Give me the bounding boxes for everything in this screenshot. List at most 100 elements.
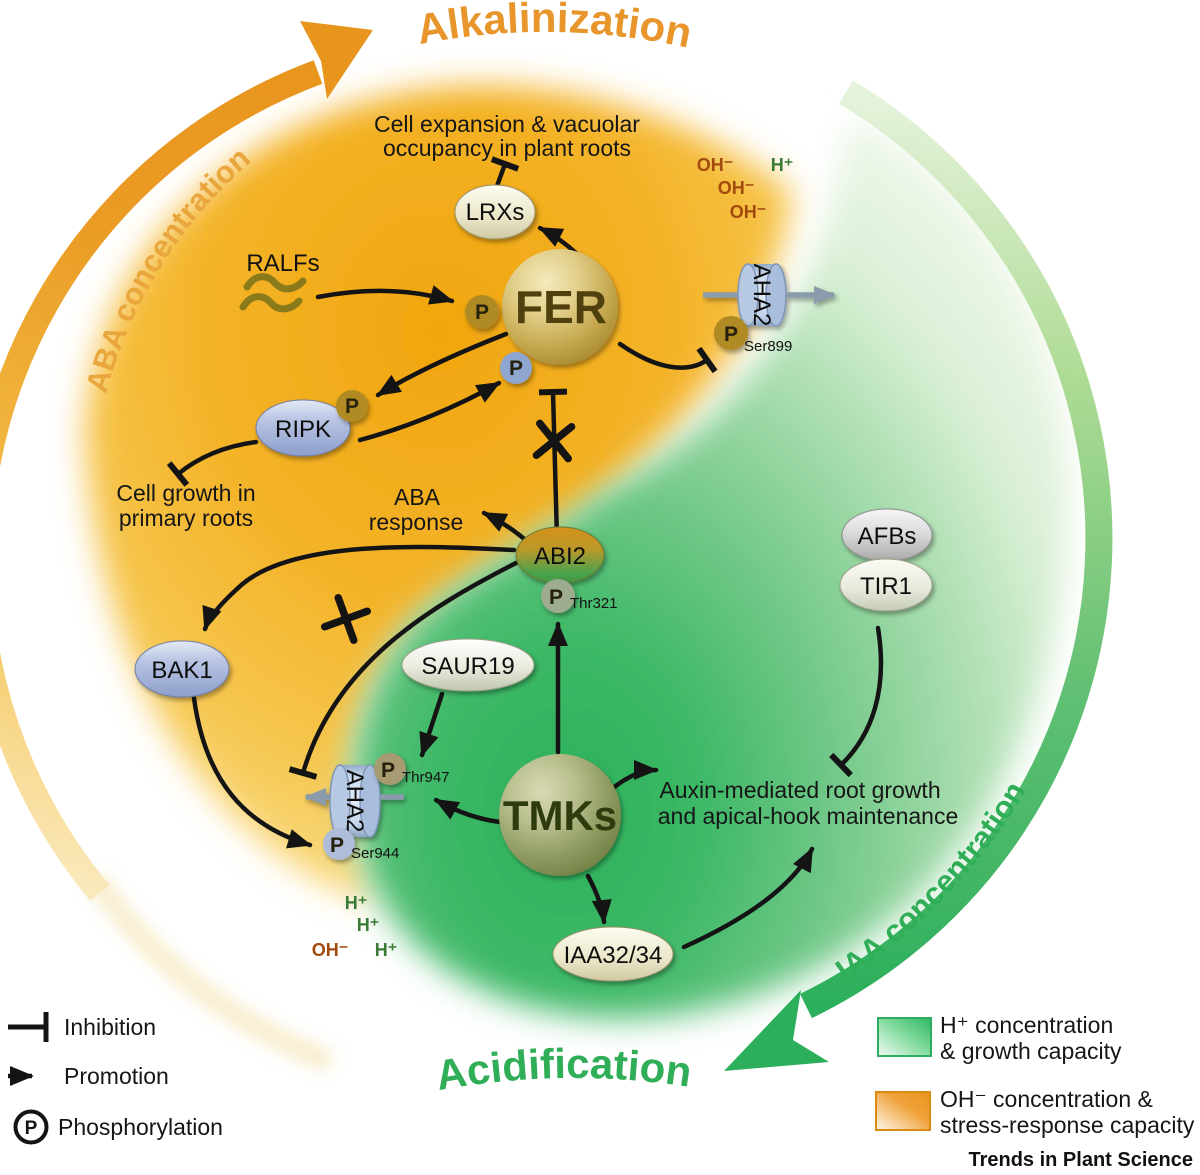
cell-growth-line1: Cell growth in [116, 480, 255, 506]
iaa3234-promotes-auxin-growth [681, 846, 815, 950]
ralfs-peptide: RALFs [239, 250, 320, 313]
ralfs-squiggle-icon [239, 273, 307, 313]
aba-response-line2: response [369, 509, 464, 535]
aba-arc [0, 60, 323, 902]
h-ion-label: H⁺ [375, 940, 398, 960]
h-ion-label: H⁺ [771, 155, 794, 175]
h-ion-label: H⁺ [357, 915, 380, 935]
ralfs-promotes-fer-p [315, 285, 455, 305]
tmks-label: TMKs [503, 792, 617, 839]
node-fer: FER [502, 249, 618, 365]
phospho-aha2-ser944: P Ser944 [323, 828, 399, 862]
journal-footer: Trends in Plant Science [968, 1149, 1193, 1171]
phospho-ripk: P [336, 390, 368, 422]
tmks-promotes-auxin-growth [609, 760, 659, 792]
blocked-x-icon [532, 419, 576, 463]
ser944-label: Ser944 [351, 845, 399, 862]
p-label: P [475, 301, 489, 324]
auxin-line2: and apical-hook maintenance [658, 803, 958, 829]
lrxs-label: LRXs [466, 199, 525, 226]
aba-response-line1: ABA [394, 484, 441, 510]
promotion-label: Promotion [64, 1063, 169, 1089]
orange-legend-line1: OH⁻ concentration & [940, 1086, 1153, 1112]
ripk-promotes-fer-p [357, 380, 502, 443]
aha2-bottom-label: AHA2 [341, 770, 368, 833]
p-label: P [549, 586, 563, 609]
node-lrxs: LRXs [454, 184, 536, 240]
ions-bottom-left: H⁺ H⁺ OH⁻ H⁺ [312, 893, 398, 960]
cell-expansion-line1: Cell expansion & vacuolar [374, 111, 640, 137]
abi2-label: ABI2 [534, 543, 586, 570]
aha2-top-label: AHA2 [748, 264, 775, 327]
annotation-auxin-growth: Auxin-mediated root growth and apical-ho… [658, 777, 958, 829]
outer-ring [0, 21, 1113, 1071]
thr947-label: Thr947 [402, 769, 450, 786]
oh-ion-label: OH⁻ [697, 155, 734, 175]
legend-phosphorylation: P Phosphorylation [13, 1109, 223, 1145]
tmks-promotes-iaa3234 [585, 873, 612, 925]
node-iaa3234: IAA32/34 [552, 926, 674, 982]
p-label: P [330, 834, 344, 857]
node-afbs: AFBs [841, 508, 933, 562]
abi2-promotes-bak1 [202, 544, 517, 632]
ripk-label: RIPK [275, 416, 331, 443]
oh-ion-label: OH⁻ [312, 940, 349, 960]
annotation-cell-growth: Cell growth in primary roots [116, 480, 255, 531]
legend-gradients: H⁺ concentration & growth capacity OH⁻ c… [875, 1012, 1195, 1138]
oh-ion-label: OH⁻ [730, 202, 767, 222]
abi2-inhibits-fer-blocked [538, 388, 568, 542]
ripk-inhibits-cell-growth [166, 439, 259, 487]
lrxs-inhibits-cell-expansion [490, 156, 520, 189]
phospho-abi2-thr321: P Thr321 [541, 579, 618, 613]
iaa3234-label: IAA32/34 [564, 942, 663, 969]
iaa-arc [800, 80, 1113, 1019]
p-label: P [509, 357, 523, 380]
node-ripk: RIPK [255, 399, 351, 457]
saur19-label: SAUR19 [421, 653, 514, 680]
p-label: P [381, 759, 395, 782]
fer-label: FER [515, 281, 607, 333]
node-abi2: ABI2 [515, 526, 605, 584]
pale-yellow-tail [85, 871, 335, 1073]
tir1-inhibits-auxin-growth [829, 625, 884, 778]
green-legend-line1: H⁺ concentration [940, 1012, 1113, 1038]
legend-symbols: Inhibition Promotion P Phosphorylation [8, 1012, 223, 1145]
aha2-cylinder-icon [329, 764, 381, 838]
alkalinization-arrowhead-icon [300, 21, 373, 99]
bak1-promotes-aha2-ser944 [191, 695, 313, 849]
ralfs-label: RALFs [246, 250, 319, 277]
inhibition-label: Inhibition [64, 1014, 156, 1040]
abi2-inhibits-aha2-blocked [288, 560, 519, 780]
ser899-label: Ser899 [744, 338, 792, 355]
phospho-aha2-ser899: P Ser899 [714, 316, 792, 355]
title-acidification: Acidification [432, 1040, 694, 1099]
aha2-cylinder-icon [737, 263, 787, 327]
annotation-aba-response: ABA response [369, 484, 464, 535]
aha2-pump-bottom: AHA2 [304, 764, 404, 838]
saur19-promotes-aha2-thr947 [419, 691, 445, 758]
tmks-promotes-aha2 [433, 797, 503, 825]
node-tir1: TIR1 [839, 558, 933, 612]
phospho-aha2-thr947: P Thr947 [374, 753, 450, 786]
p-label: P [25, 1118, 38, 1139]
legend-promotion: Promotion [8, 1063, 169, 1089]
aha2-pump-top: AHA2 [703, 263, 836, 327]
p-label: P [345, 395, 359, 418]
green-legend-line2: & growth capacity [940, 1038, 1122, 1064]
h-concentration-swatch [877, 1017, 932, 1057]
blocked-x-icon [320, 593, 372, 645]
tir1-label: TIR1 [860, 573, 912, 600]
phospho-fer-left: P [465, 295, 499, 329]
h-ion-label: H⁺ [345, 893, 368, 913]
phosphorylation-icon [13, 1109, 49, 1145]
cell-growth-line2: primary roots [119, 505, 253, 531]
p-label: P [724, 323, 738, 346]
annotation-cell-expansion: Cell expansion & vacuolar occupancy in p… [374, 111, 640, 161]
bak1-label: BAK1 [151, 657, 212, 684]
cell-expansion-line2: occupancy in plant roots [383, 135, 631, 161]
auxin-line1: Auxin-mediated root growth [659, 777, 940, 803]
phosphorylation-label: Phosphorylation [58, 1114, 223, 1140]
orange-legend-line2: stress-response capacity [940, 1112, 1195, 1138]
connections [166, 156, 884, 950]
